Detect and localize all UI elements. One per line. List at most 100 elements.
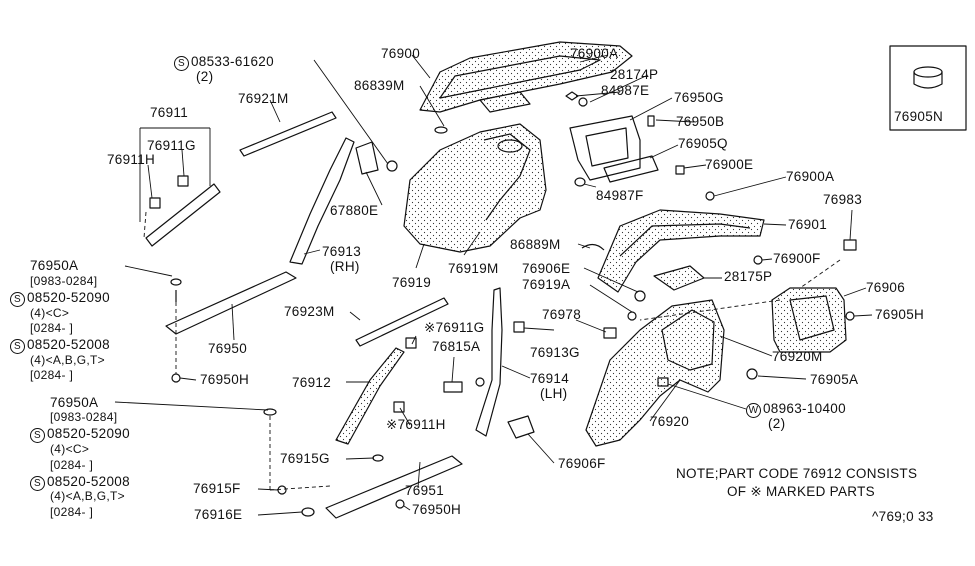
part-76950h-bottom [395, 499, 405, 509]
label-76920m: 76920M [772, 349, 823, 364]
part-76900-shelf [419, 41, 633, 113]
part-76950a-clip [170, 278, 182, 286]
part-67880e-clip [386, 160, 398, 172]
label-76911h-top: 76911H [107, 152, 156, 167]
label-76914-lh: (LH) [540, 386, 568, 401]
label-76919a: 76919A [522, 277, 571, 292]
label-76919m: 76919M [448, 261, 499, 276]
label-76914: 76914 [530, 371, 570, 386]
part-76900-clip [479, 91, 531, 113]
cap-76905n-body [913, 72, 943, 89]
mark-symbol-icon: ※ [386, 417, 398, 432]
part-76983 [843, 239, 857, 251]
label-08520-52008-1-qty: (4)<A,B,G,T> [30, 353, 105, 367]
part-76900a-mid [705, 191, 715, 201]
label-76905q: 76905Q [678, 136, 728, 151]
label-76950b: 76950B [676, 114, 725, 129]
label-76901: 76901 [788, 217, 828, 232]
label-76951: 76951 [405, 483, 445, 498]
note-line-1: NOTE;PART CODE 76912 CONSISTS [676, 466, 918, 481]
label-76950: 76950 [208, 341, 248, 356]
label-76912: 76912 [292, 375, 332, 390]
part-76951 [325, 455, 463, 519]
part-67880e [355, 141, 379, 175]
label-84987f: 84987F [596, 188, 644, 203]
part-28175p [653, 265, 705, 291]
label-08520-52008-1-date: [0284- ] [30, 368, 74, 382]
label-76950h-left: 76950H [200, 372, 250, 387]
screw-symbol-icon: S [10, 339, 25, 354]
part-76905a [746, 368, 758, 380]
label-86839m: 86839M [354, 78, 405, 93]
part-76919m [483, 133, 531, 221]
cap-76905n [913, 66, 943, 78]
part-76906f [507, 415, 535, 439]
screw-symbol-icon: S [10, 292, 25, 307]
label-76911g-top: 76911G [147, 138, 196, 153]
part-76911g-mid [405, 337, 417, 349]
part-76906e [634, 290, 646, 302]
part-76919-pocket [497, 139, 523, 153]
part-76906-inner [789, 295, 835, 341]
part-76923m [355, 297, 449, 347]
part-76920m [661, 309, 715, 371]
label-08520-52090-2-date: [0284- ] [50, 458, 94, 472]
label-76905n: 76905N [894, 109, 944, 124]
label-67880e: 67880E [330, 203, 379, 218]
label-76983: 76983 [823, 192, 863, 207]
label-08520-52008-2-date: [0284- ] [50, 505, 94, 519]
part-76900-shelf-inner [439, 55, 601, 99]
label-76913-rh: (RH) [330, 259, 360, 274]
part-76950b [647, 115, 655, 127]
label-76905a: 76905A [810, 372, 859, 387]
part-76978 [603, 327, 617, 339]
label-76950a-2-date: [0983-0284] [50, 410, 118, 424]
label-76950a-1: 76950A [30, 258, 79, 273]
part-76911h-mid [393, 401, 405, 413]
part-86839m [434, 126, 448, 134]
part-76920 [585, 299, 725, 447]
note-line-2: OF ※ MARKED PARTS [727, 484, 875, 499]
part-76919a [627, 311, 637, 321]
label-76913g: 76913G [530, 345, 580, 360]
part-76911g [177, 175, 189, 187]
part-76916e [301, 507, 315, 517]
screw-symbol-icon: S [174, 56, 189, 71]
part-28174p [578, 97, 588, 107]
label-76900: 76900 [381, 46, 421, 61]
label-76900a-top: 76900A [570, 46, 619, 61]
part-76915f [277, 485, 287, 495]
part-76900e [675, 165, 685, 175]
part-76921m [239, 111, 337, 157]
part-84987f [574, 177, 586, 187]
label-76900f: 76900F [773, 251, 821, 266]
part-76905h-right [845, 311, 855, 321]
leader-lines [114, 54, 873, 516]
part-76913g [513, 321, 525, 333]
label-86889m: 86889M [510, 237, 561, 252]
part-08963-bolt [657, 377, 669, 387]
label-76906f: 76906F [558, 456, 606, 471]
label-28174p: 28174P [610, 67, 659, 82]
part-76950h-left [171, 373, 181, 383]
label-84987e: 84987E [601, 83, 650, 98]
part-76912 [335, 347, 405, 445]
label-76915f: 76915F [193, 481, 241, 496]
dashed-guides [143, 211, 841, 491]
part-76901-inner [619, 223, 751, 257]
screw-symbol-icon: S [30, 476, 45, 491]
label-08520-52008-2-qty: (4)<A,B,G,T> [50, 489, 125, 503]
part-76815a-nut [475, 377, 485, 387]
label-76919: 76919 [392, 275, 432, 290]
washer-symbol-icon: W [746, 403, 761, 418]
label-76950a-1-date: [0983-0284] [30, 274, 98, 288]
inset-box-76905n [889, 45, 967, 131]
